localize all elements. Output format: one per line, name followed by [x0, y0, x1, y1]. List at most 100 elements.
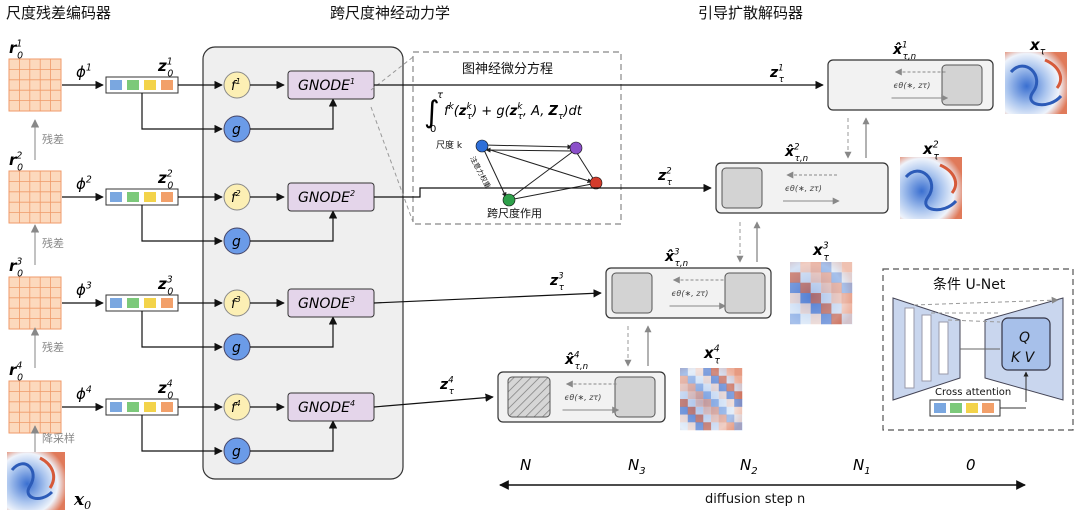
ode-box: [370, 51, 622, 225]
svg-text:0: 0: [430, 124, 436, 135]
graph-node-red: [589, 176, 603, 190]
phi-label-4: ϕ4: [76, 384, 92, 403]
g-label-1: g: [232, 122, 241, 138]
unet-kv: K V: [1011, 350, 1036, 366]
svg-text:τ: τ: [437, 90, 444, 101]
f-label-3: f3: [231, 295, 241, 312]
cross-scale-graph: [483, 144, 595, 200]
clean-state-3: [724, 272, 766, 314]
eps-label-3: ϵθ(∗, zτ): [672, 289, 709, 298]
g-label-2: g: [232, 234, 241, 250]
diffusion-tick-2: N3: [628, 456, 646, 477]
field-image-1: [1005, 52, 1067, 114]
gnode-label-1: GNODE1: [298, 77, 355, 94]
diffusion-tick-3: N2: [740, 456, 758, 477]
latent-vector-3: [105, 294, 179, 312]
g-label-4: g: [232, 444, 241, 460]
field-image-3: [790, 262, 853, 325]
downsample-label: 降采样: [42, 431, 75, 445]
cross-attention-label: Cross attention: [935, 387, 1011, 398]
input-field-image: [7, 452, 65, 510]
eps-label-2: ϵθ(∗, zτ): [785, 184, 822, 193]
eps-label-1: ϵθ(∗, zτ): [894, 81, 931, 90]
residual-grid-2: [8, 170, 62, 224]
zt-arrow-2: [374, 183, 712, 198]
g-label-3: g: [232, 340, 241, 356]
zt-arrow-3: [373, 289, 602, 304]
clean-state-4: [614, 376, 656, 418]
noisy-state-4: [507, 376, 551, 418]
g-to-gnode-arrow-2: [250, 210, 338, 242]
diffusion-tick-4: N1: [853, 456, 871, 477]
graph-node-purple: [569, 141, 583, 155]
unet-condition-vector: [929, 399, 1001, 417]
to-g-arrow-4: [141, 415, 223, 456]
latent-vector-4: [105, 398, 179, 416]
graph-node-blue: [475, 139, 489, 153]
scale-k-label: 尺度 k: [436, 139, 463, 151]
diffusion-tick-1: N: [520, 456, 531, 474]
zt-arrow-4: [373, 393, 494, 408]
cross-scale-label: 跨尺度作用: [487, 206, 542, 220]
xt-label-1: xτ: [1029, 36, 1046, 58]
to-g-arrow-2: [141, 205, 223, 246]
unet-q: Q: [1019, 330, 1030, 346]
g-to-gnode-arrow-1: [250, 98, 338, 130]
f-label-2: f2: [231, 189, 241, 206]
f-label-1: f1: [231, 77, 241, 94]
gnode-label-4: GNODE4: [298, 399, 355, 416]
f-label-4: f4: [231, 399, 241, 416]
unet-title: 条件 U-Net: [933, 276, 1006, 293]
encoder-grids: [8, 58, 62, 434]
noisy-state-3: [611, 272, 653, 314]
latent-vector-2: [105, 188, 179, 206]
graph-node-green: [502, 193, 516, 207]
clean-state-1: [941, 64, 983, 106]
gnode-label-3: GNODE3: [298, 295, 355, 312]
residual-label-3: 残差: [42, 340, 64, 354]
ode-title: 图神经微分方程: [462, 61, 553, 77]
field-image-2: [900, 157, 962, 219]
phi-label-2: ϕ2: [76, 174, 92, 193]
to-g-arrow-3: [141, 311, 223, 352]
residual-grid-3: [8, 276, 62, 330]
noisy-state-2: [721, 167, 763, 209]
phi-label-3: ϕ3: [76, 280, 92, 299]
decoder-header: 引导扩散解码器: [698, 4, 803, 22]
diffusion-tick-5: 0: [966, 456, 976, 474]
to-g-arrow-1: [141, 93, 223, 134]
eps-label-4: ϵθ(∗, zτ): [565, 393, 602, 402]
residual-grid-4: [8, 380, 62, 434]
field-image-4: [680, 368, 743, 431]
x0-label: x0: [73, 490, 91, 512]
residual-label-2: 残差: [42, 236, 64, 250]
residual-label-1: 残差: [42, 132, 64, 146]
g-to-gnode-arrow-4: [250, 420, 338, 452]
g-to-gnode-arrow-3: [250, 316, 338, 348]
svg-text:∫: ∫: [424, 95, 440, 130]
residual-grid-1: [8, 58, 62, 112]
gnode-label-2: GNODE2: [298, 189, 355, 206]
